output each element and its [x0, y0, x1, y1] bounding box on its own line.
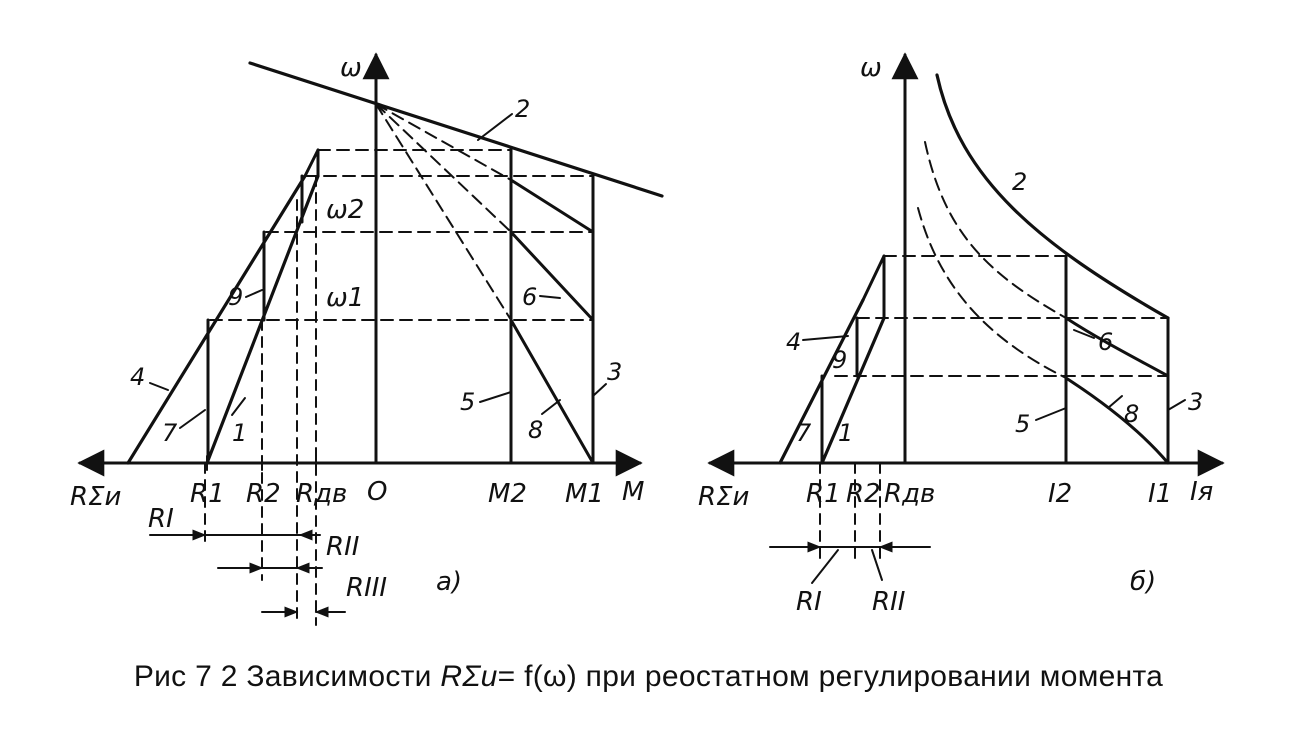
label-rdv-b: Rдв [884, 479, 935, 509]
leader-3-b [1167, 399, 1186, 411]
label-rdv-a: Rдв [296, 479, 347, 509]
curve-dashed-upper-b [924, 141, 1067, 319]
dashed-ray-1 [375, 103, 512, 321]
label-ia: Iя [1190, 477, 1213, 507]
curve-2-b [935, 73, 1170, 320]
num-5-a: 5 [460, 388, 475, 416]
label-ri-b: RI [796, 587, 822, 617]
label-r2-a: R2 [246, 479, 281, 509]
num-9-a: 9 [228, 283, 243, 311]
num-4-a: 4 [130, 363, 145, 391]
curve-4-a [126, 174, 307, 465]
num-3-a: 3 [607, 358, 622, 386]
num-8-a: 8 [528, 416, 543, 444]
panel-b-labels: ω Iя RΣи R1 R2 Rдв I2 I1 RI RII 2 4 9 7 … [698, 53, 1213, 617]
caption-suffix: при реостатном регулировании момента [577, 660, 1164, 693]
num-2-b: 2 [1012, 168, 1027, 196]
curve-6-a [509, 230, 595, 322]
figure-caption: Рис 7 2 Зависимости RΣи= f(ω) при реоста… [0, 660, 1297, 694]
label-O: O [367, 477, 387, 507]
curve-top-left-a [303, 148, 320, 178]
panel-b [707, 52, 1225, 584]
leader-9-a [245, 289, 263, 298]
leader-1-a [231, 397, 246, 416]
curve-8-a [509, 318, 595, 465]
curve-1-b [820, 316, 886, 465]
curve-6-b [1064, 316, 1170, 378]
label-ri-a: RI [148, 504, 174, 534]
leader-rii-b [871, 549, 883, 581]
leader-2-a [477, 113, 513, 141]
leader-3-a [592, 383, 607, 397]
label-r2-b: R2 [846, 479, 881, 509]
leader-5-a [479, 391, 512, 403]
panel-label-a: а) [436, 567, 462, 597]
label-i1: I1 [1148, 479, 1172, 509]
leader-5-b [1035, 407, 1067, 421]
num-8-b: 8 [1124, 400, 1139, 428]
num-6-a: 6 [522, 283, 537, 311]
label-r1-b: R1 [806, 479, 841, 509]
panel-a [77, 52, 664, 626]
label-r1-a: R1 [190, 479, 225, 509]
caption-formula-mid: = f(ω) [497, 660, 578, 693]
curve-dashed-lower-b [917, 207, 1067, 379]
label-m1: M1 [565, 479, 604, 509]
num-5-b: 5 [1015, 410, 1030, 438]
leader-4-b [802, 335, 849, 341]
curve-8-b [1064, 376, 1170, 465]
caption-formula-lhs: RΣи [440, 660, 498, 693]
leader-8-a [541, 399, 561, 415]
label-rii-a: RII [326, 532, 359, 562]
panel-a-labels: ω M O RΣи R1 R2 Rдв M2 M1 ω2 ω1 RI RII R… [70, 53, 644, 603]
label-w1: ω1 [326, 283, 364, 313]
label-i2: I2 [1048, 479, 1072, 509]
leader-6-b [1073, 329, 1095, 339]
label-m2: M2 [488, 479, 527, 509]
caption-prefix: Рис 7 2 Зависимости [133, 660, 441, 693]
label-rsum-a: RΣи [70, 482, 121, 512]
num-3-b: 3 [1188, 388, 1203, 416]
num-1-a: 1 [232, 419, 247, 447]
leader-8-b [1107, 395, 1123, 409]
label-omega-b: ω [860, 53, 882, 83]
dashed-ray-2 [375, 103, 512, 233]
num-7-a: 7 [162, 419, 178, 447]
label-w2: ω2 [326, 195, 364, 225]
curve-top-a [509, 178, 595, 234]
num-1-b: 1 [838, 419, 853, 447]
num-9-b: 9 [832, 346, 847, 374]
num-6-b: 6 [1098, 328, 1113, 356]
label-riii-a: RIII [346, 573, 387, 603]
label-omega-a: ω [340, 53, 362, 83]
leader-6-a [539, 295, 561, 299]
dashed-ray-3 [375, 103, 512, 181]
label-rsum-b: RΣи [698, 482, 749, 512]
curve-top-left-b [861, 254, 886, 302]
label-M: M [622, 477, 644, 507]
label-rii-b: RII [872, 587, 905, 617]
panel-label-b: б) [1130, 567, 1156, 597]
leader-4-a [149, 382, 169, 391]
num-2-a: 2 [515, 95, 530, 123]
leader-7-a [179, 409, 206, 429]
num-4-b: 4 [786, 328, 801, 356]
num-7-b: 7 [796, 419, 812, 447]
leader-ri-b [811, 549, 839, 584]
